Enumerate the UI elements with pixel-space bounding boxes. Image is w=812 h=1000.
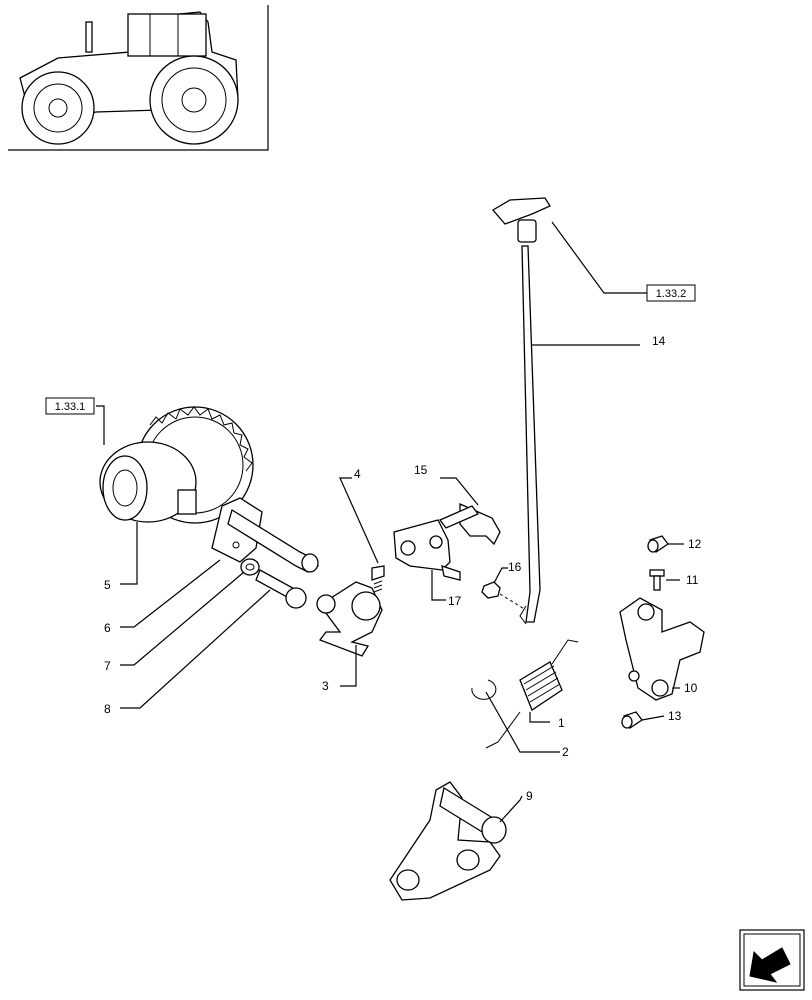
bushing-part: [621, 711, 643, 729]
callout-4: 4: [354, 467, 361, 481]
bolt-part: [649, 569, 665, 591]
lever-arm-part: [316, 581, 383, 657]
reference-label: 1.33.1: [55, 401, 86, 413]
fork-clevis-part: [393, 519, 461, 581]
callout-7: 7: [104, 659, 111, 673]
tractor-thumbnail-icon: [8, 5, 269, 151]
callout-1: 1: [558, 716, 565, 730]
callout-8: 8: [104, 702, 111, 716]
callout-3: 3: [322, 679, 329, 693]
spring-pin-part: [371, 565, 385, 593]
reference-1-33-2[interactable]: 1.33.2: [646, 284, 696, 302]
reference-1-33-1[interactable]: 1.33.1: [45, 397, 95, 415]
callout-15: 15: [414, 463, 428, 477]
circlip-part: [471, 679, 497, 700]
callout-2: 2: [562, 745, 569, 759]
previous-page-arrow-icon[interactable]: [739, 929, 805, 991]
callout-12: 12: [688, 537, 702, 551]
reference-label: 1.33.2: [656, 288, 687, 300]
callout-17: 17: [448, 594, 462, 608]
pump-gear-assembly-part: [99, 406, 254, 524]
washer-part: [240, 558, 260, 576]
callout-11: 11: [686, 573, 699, 587]
spring-part: [485, 639, 579, 749]
callout-16: 16: [508, 560, 522, 574]
pin-part: [255, 569, 307, 609]
crank-arm-part: [389, 781, 507, 901]
callout-10: 10: [684, 681, 698, 695]
shaft-bracket-part: [211, 497, 319, 573]
bracket-plate-part: [619, 597, 705, 701]
callout-9: 9: [526, 789, 533, 803]
callout-14: 14: [652, 334, 666, 348]
clevis-part: [438, 503, 501, 546]
callout-6: 6: [104, 621, 111, 635]
cap-part: [647, 535, 669, 553]
callout-13: 13: [668, 709, 682, 723]
nut-part: [481, 581, 501, 599]
lever-rod-part: [492, 197, 551, 625]
callout-5: 5: [104, 578, 111, 592]
